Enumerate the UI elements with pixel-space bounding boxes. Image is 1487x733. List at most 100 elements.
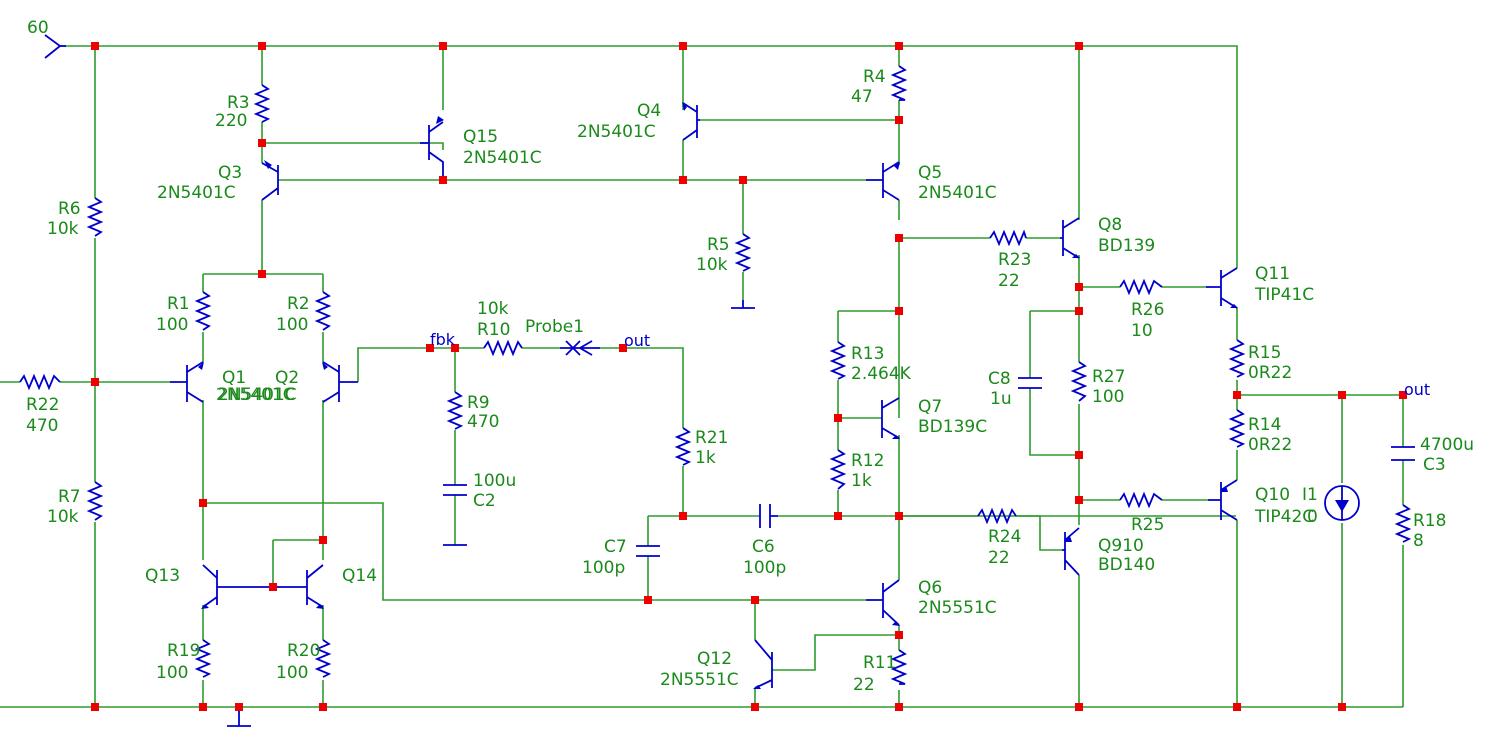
label-q7-ref: Q7 xyxy=(918,397,942,417)
net-label-out-load: out xyxy=(1404,380,1430,399)
label-q4-value: 2N5401C xyxy=(577,122,656,142)
transistor-q11 xyxy=(1206,267,1238,309)
label-r12-ref: R12 xyxy=(851,451,884,471)
label-c3-ref: C3 xyxy=(1423,455,1446,475)
label-q14-ref: Q14 xyxy=(342,566,377,586)
label-r22-value: 470 xyxy=(26,416,58,436)
ground-icon-r5 xyxy=(731,300,755,309)
label-r14-value: 0R22 xyxy=(1248,435,1292,455)
transistor-q910 xyxy=(1062,527,1080,576)
label-q10-ref: Q10 xyxy=(1255,485,1290,505)
resistor-r24 xyxy=(977,507,1017,525)
label-r11-value: 22 xyxy=(853,675,875,695)
label-r20-value: 100 xyxy=(276,663,308,683)
resistor-r11 xyxy=(890,649,908,685)
label-c2-value: 100u xyxy=(473,471,516,491)
transistor-q13 xyxy=(201,564,273,609)
label-q11-ref: Q11 xyxy=(1255,264,1290,284)
label-q5-ref: Q5 xyxy=(918,163,942,183)
capacitor-symbols xyxy=(443,377,1415,557)
resistor-r13 xyxy=(829,341,847,380)
label-q12-value: 2N5551C xyxy=(660,670,739,690)
transistor-q4 xyxy=(682,102,700,141)
resistor-r3 xyxy=(253,84,271,123)
label-q7-value: BD139C xyxy=(918,417,987,437)
transistor-q5 xyxy=(866,161,900,201)
current-source-i1 xyxy=(1324,485,1360,521)
label-r21-value: 1k xyxy=(695,448,716,468)
label-q1-ref: Q1 xyxy=(222,368,246,388)
label-q910-ref: Q910 xyxy=(1098,536,1144,556)
capacitor-c3 xyxy=(1391,446,1415,461)
label-c2-ref: C2 xyxy=(473,491,496,511)
wires xyxy=(0,45,1404,708)
label-r15-ref: R15 xyxy=(1248,343,1281,363)
label-q4-ref: Q4 xyxy=(637,101,661,121)
resistor-r9 xyxy=(446,391,464,430)
label-probe1-ref: Probe1 xyxy=(525,317,584,337)
label-r1-value: 100 xyxy=(156,315,188,335)
label-r5-ref: R5 xyxy=(707,235,730,255)
label-r13-value: 2.464K xyxy=(851,364,912,384)
label-q3-value: 2N5401C xyxy=(157,183,236,203)
label-r6-ref: R6 xyxy=(58,199,81,219)
junction-dots xyxy=(91,42,1407,711)
label-r18-value: 8 xyxy=(1413,531,1424,551)
label-q2-value: 2N5401C xyxy=(218,385,297,405)
label-c8-value: 1u xyxy=(990,389,1012,409)
label-r27-value: 100 xyxy=(1092,387,1124,407)
label-c7-ref: C7 xyxy=(604,537,627,557)
label-r9-ref: R9 xyxy=(467,393,490,413)
net-label-supply: 60 xyxy=(27,18,49,38)
net-label-fbk: fbk xyxy=(430,330,456,349)
resistor-r22 xyxy=(19,373,61,391)
resistor-r5 xyxy=(734,233,752,272)
label-q6-ref: Q6 xyxy=(918,578,942,598)
label-i1-value: 0 xyxy=(1307,507,1318,527)
label-q13-ref: Q13 xyxy=(145,566,180,586)
label-r23-ref: R23 xyxy=(998,250,1031,270)
label-r15-value: 0R22 xyxy=(1248,363,1292,383)
label-r19-value: 100 xyxy=(156,663,188,683)
resistor-r21 xyxy=(674,427,692,466)
label-c7-value: 100p xyxy=(582,558,625,578)
resistor-r10 xyxy=(483,339,523,357)
label-c8-ref: C8 xyxy=(988,369,1011,389)
transistor-symbols xyxy=(170,102,1238,689)
label-q8-ref: Q8 xyxy=(1098,215,1122,235)
transistor-q7 xyxy=(881,397,900,439)
transistor-q8 xyxy=(1060,217,1080,259)
capacitor-c7 xyxy=(636,545,660,557)
label-r12-value: 1k xyxy=(851,471,872,491)
resistor-symbols xyxy=(19,65,1412,685)
resistor-r12 xyxy=(829,449,847,490)
label-q2-ref: Q2 xyxy=(275,368,299,388)
label-r10-value: 10k xyxy=(477,299,509,319)
label-q15-value: 2N5401C xyxy=(463,148,542,168)
label-q11-value: TIP41C xyxy=(1254,285,1314,305)
label-r7-ref: R7 xyxy=(58,487,81,507)
label-r3-ref: R3 xyxy=(227,93,250,113)
label-r1-ref: R1 xyxy=(167,294,190,314)
resistor-r25 xyxy=(1119,491,1163,509)
label-r4-ref: R4 xyxy=(863,67,886,87)
label-r25-ref: R25 xyxy=(1131,515,1164,535)
resistor-r2 xyxy=(314,291,332,331)
label-r18-ref: R18 xyxy=(1413,511,1446,531)
transistor-q15 xyxy=(420,116,444,180)
label-q10-value: TIP42C xyxy=(1254,507,1314,527)
resistor-r4 xyxy=(890,65,908,101)
transistor-q3 xyxy=(261,160,279,201)
capacitor-c2 xyxy=(443,484,467,496)
resistor-r6 xyxy=(86,197,104,237)
transistor-q2 xyxy=(322,361,358,403)
component-labels: R3 220 R6 10k R7 10k R22 470 R1 100 R2 1… xyxy=(26,67,1474,695)
transistor-q6 xyxy=(866,579,900,626)
label-c3-value: 4700u xyxy=(1420,435,1474,455)
transistor-q14 xyxy=(273,564,324,609)
capacitor-c6 xyxy=(759,504,778,528)
label-r24-value: 22 xyxy=(988,548,1010,568)
label-r7-value: 10k xyxy=(47,507,79,527)
label-r27-ref: R27 xyxy=(1092,367,1125,387)
resistor-r14 xyxy=(1228,409,1246,448)
